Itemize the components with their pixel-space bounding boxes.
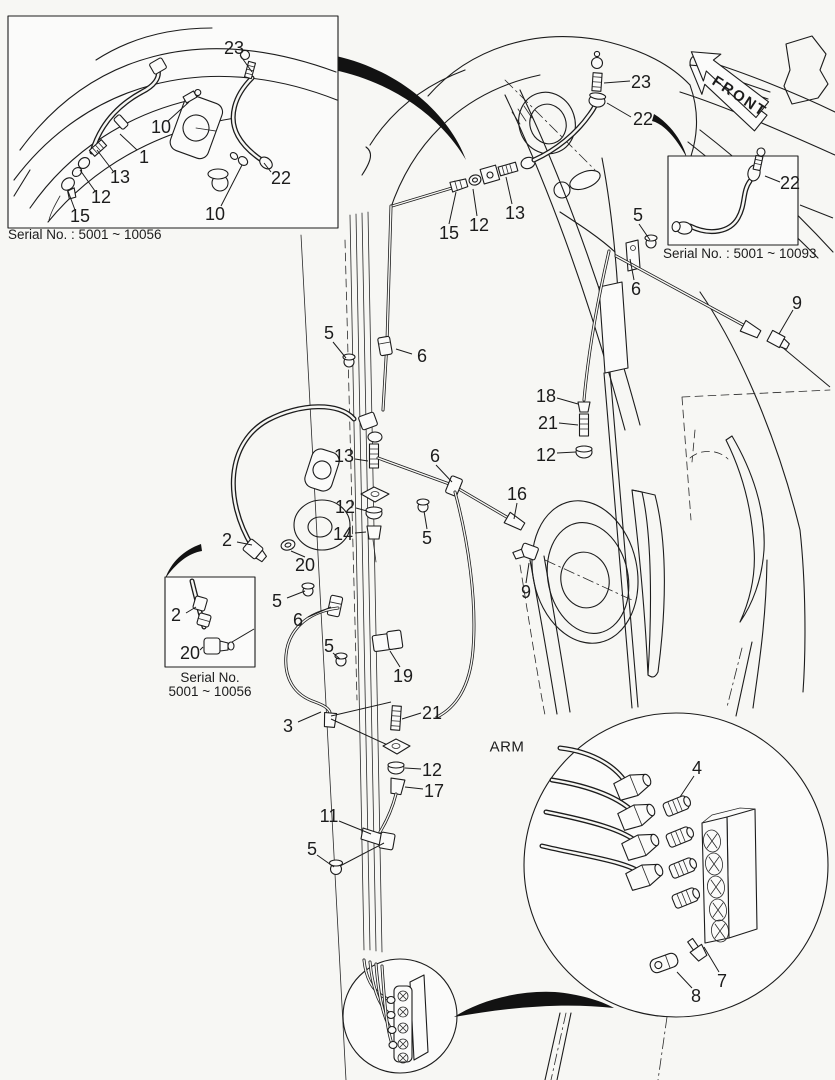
part-callout-5: 5 [421, 528, 433, 548]
part-callout-22: 22 [270, 168, 292, 188]
part-callout-5: 5 [306, 839, 318, 859]
part-callout-12: 12 [334, 497, 356, 517]
serial-caption-left-line2: 5001 ~ 10056 [168, 684, 252, 699]
part-callout-12: 12 [90, 187, 112, 207]
inset-right-drawing [667, 147, 834, 246]
part-callout-15: 15 [438, 223, 460, 243]
part-callout-10: 10 [150, 117, 172, 137]
part-callout-11: 11 [319, 806, 339, 826]
part-callout-18: 18 [535, 386, 557, 406]
inset-left-drawing [164, 576, 256, 668]
part-callout-9: 9 [520, 582, 532, 602]
part-callout-23: 23 [630, 72, 652, 92]
serial-caption-top-left: Serial No. : 5001 ~ 10056 [8, 227, 162, 242]
part-callout-19: 19 [392, 666, 414, 686]
arm-label: ARM [489, 738, 525, 756]
part-callout-6: 6 [416, 346, 428, 366]
part-callout-5: 5 [323, 636, 335, 656]
leader-lines [236, 80, 794, 989]
part-callout-9: 9 [791, 293, 803, 313]
magnifier-swoosh [454, 991, 614, 1017]
part-callout-21: 21 [537, 413, 559, 433]
detail-circle-small [342, 958, 458, 1074]
part-callout-21: 21 [421, 703, 443, 723]
part-callout-5: 5 [323, 323, 335, 343]
part-callout-5: 5 [632, 205, 644, 225]
serial-caption-left-line1: Serial No. [180, 670, 240, 685]
part-callout-16: 16 [506, 484, 528, 504]
part-callout-17: 17 [423, 781, 445, 801]
part-callout-6: 6 [429, 446, 441, 466]
part-callout-12: 12 [535, 445, 557, 465]
part-callout-6: 6 [630, 279, 642, 299]
part-callout-13: 13 [109, 167, 131, 187]
part-callout-22: 22 [632, 109, 654, 129]
part-callout-13: 13 [333, 446, 355, 466]
inset-top-left-drawing [7, 15, 339, 229]
detail-circle-large [523, 712, 829, 1018]
part-callout-2: 2 [221, 530, 233, 550]
part-callout-15: 15 [69, 206, 91, 226]
part-callout-12: 12 [421, 760, 443, 780]
part-callout-7: 7 [716, 971, 728, 991]
piping [230, 50, 831, 953]
arm-structure [300, 35, 835, 1080]
part-callout-6: 6 [292, 610, 304, 630]
part-callout-22: 22 [779, 173, 801, 193]
part-callout-14: 14 [332, 524, 354, 544]
part-callout-12: 12 [468, 215, 490, 235]
swoosh-arrows [165, 56, 687, 579]
part-callout-1: 1 [138, 147, 150, 167]
part-callout-20: 20 [294, 555, 316, 575]
part-callout-5: 5 [271, 591, 283, 611]
part-callout-10: 10 [204, 204, 226, 224]
part-callout-3: 3 [282, 716, 294, 736]
part-callout-8: 8 [690, 986, 702, 1006]
part-callout-13: 13 [504, 203, 526, 223]
part-callout-4: 4 [691, 758, 703, 778]
part-callout-20: 20 [179, 643, 201, 663]
part-callout-2: 2 [170, 605, 182, 625]
part-callout-23: 23 [223, 38, 245, 58]
serial-caption-right: Serial No. : 5001 ~ 10093 [663, 246, 817, 261]
